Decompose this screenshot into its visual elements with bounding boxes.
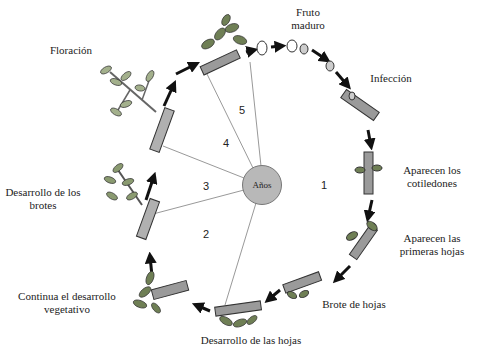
cycle-arrows	[146, 46, 372, 311]
stage-label: Infección	[360, 72, 422, 85]
stage-label: Floración	[40, 44, 102, 57]
leaf-development-stage	[215, 301, 262, 329]
host-branch	[341, 89, 380, 120]
stage-label: Brote de hojas	[316, 298, 392, 311]
stage-label: Fruto maduro	[282, 6, 334, 31]
stage-label: Desarrollo de las hojas	[176, 334, 326, 347]
center-text: Años	[252, 180, 271, 190]
first-leaves-stage	[345, 219, 379, 259]
sector-number: 1	[318, 179, 330, 191]
cotyledon-stage	[355, 152, 382, 194]
sector-number: 5	[236, 104, 248, 116]
sector-number: 2	[200, 228, 212, 240]
flowering-stage	[99, 64, 174, 152]
leaf-bud-stage	[283, 272, 322, 300]
sector-number: 3	[200, 180, 212, 192]
stage-label: Aparecen las primeras hojas	[384, 232, 480, 257]
vegetative-stage	[132, 270, 188, 314]
fruit	[257, 40, 334, 71]
stage-label: Continua el desarrollo vegetativo	[6, 290, 128, 315]
shoot-stage	[103, 162, 159, 240]
stage-label: Desarrollo de los brotes	[2, 186, 84, 211]
sector-number: 4	[220, 137, 232, 149]
mature-plant	[200, 13, 248, 75]
stage-label: Aparecen los cotiledones	[384, 164, 480, 189]
center-circle: Años	[242, 165, 282, 205]
